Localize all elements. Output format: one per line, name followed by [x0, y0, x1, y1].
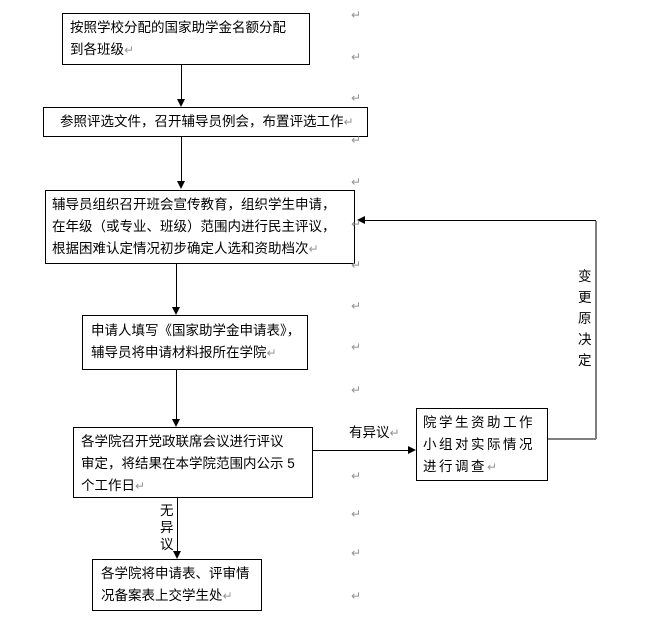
arrow-head-down-icon	[173, 551, 181, 559]
text-line: 各学院将申请表、评审情	[101, 566, 250, 581]
label-change-decision: 变更原决定	[578, 269, 592, 368]
paragraph-mark-icon: ↵	[351, 383, 362, 397]
flow-step-investigation: 院学生资助工作小组对实际情况进行调查↵	[416, 408, 548, 481]
arrow-head-down-icon	[177, 181, 185, 189]
feedback-connector-horizontal	[548, 438, 596, 440]
arrow-head-down-icon	[177, 99, 185, 107]
arrow-line-step1-step2	[181, 65, 182, 99]
arrow-line-step3-step4	[176, 264, 177, 307]
arrow-line-step2-step3	[181, 137, 182, 181]
paragraph-mark-icon: ↵	[351, 546, 362, 560]
paragraph-mark-icon: ↵	[266, 346, 277, 360]
paragraph-mark-icon: ↵	[351, 589, 362, 603]
paragraph-mark-icon: ↵	[351, 258, 362, 272]
arrow-line-step4-step5	[176, 370, 177, 419]
flow-step-fill-application: 申请人填写《国家助学金申请表》， 辅导员将申请材料报所在学院↵	[82, 315, 308, 370]
text-line: 到各班级↵	[70, 42, 135, 57]
flow-step-counselor-meeting: 参照评选文件，召开辅导员例会，布置评选工作↵	[43, 107, 368, 137]
paragraph-mark-icon: ↵	[351, 507, 362, 521]
text-line: 进行调查↵	[423, 459, 498, 474]
paragraph-mark-icon: ↵	[222, 589, 233, 603]
text-line: 按照学校分配的国家助学金名额分配	[70, 20, 286, 35]
arrow-line-objection	[313, 450, 408, 451]
flow-step-allocate-quota: 按照学校分配的国家助学金名额分配到各班级↵	[62, 13, 310, 65]
text-line: 辅导员将申请材料报所在学院↵	[91, 345, 277, 360]
text-line: 况备案表上交学生处↵	[101, 588, 233, 603]
flow-step-class-meeting: 辅导员组织召开班会宣传教育，组织学生申请， 在年级（或专业、班级）范围内进行民主评…	[45, 190, 355, 264]
text-line: 在年级（或专业、班级）范围内进行民主评议，	[52, 219, 336, 234]
paragraph-mark-icon: ↵	[351, 299, 362, 313]
flow-step-submit-records: 各学院将申请表、评审情况备案表上交学生处↵	[92, 559, 262, 611]
text-line: 参照评选文件，召开辅导员例会，布置评选工作↵	[60, 114, 354, 129]
arrow-head-right-icon	[408, 446, 416, 454]
text-line: 申请人填写《国家助学金申请表》，	[91, 323, 301, 338]
paragraph-mark-icon: ↵	[308, 242, 319, 256]
paragraph-mark-icon: ↵	[351, 50, 362, 64]
feedback-connector-vertical	[595, 221, 597, 439]
paragraph-mark-icon: ↵	[343, 115, 354, 129]
paragraph-mark-icon: ↵	[135, 479, 146, 493]
text-line: 院学生资助工作	[423, 415, 535, 430]
paragraph-mark-icon: ↵	[351, 217, 362, 231]
arrow-head-down-icon	[172, 307, 180, 315]
label-objection: 有异议↵	[349, 421, 400, 441]
arrow-line-feedback	[365, 220, 596, 221]
text-line: 辅导员组织召开班会宣传教育，组织学生申请，	[52, 197, 336, 212]
text-line: 小组对实际情况	[423, 437, 535, 452]
label-no-objection: 无异议	[160, 503, 174, 552]
text-line: 根据困难认定情况初步确定人选和资助档次↵	[52, 241, 319, 256]
paragraph-mark-icon: ↵	[351, 340, 362, 354]
paragraph-mark-icon: ↵	[487, 460, 498, 474]
paragraph-mark-icon: ↵	[351, 469, 362, 483]
paragraph-mark-icon: ↵	[351, 91, 362, 105]
text-line: 有异议↵	[349, 425, 400, 440]
text-line: 个工作日↵	[81, 478, 146, 493]
arrow-line-step5-step6	[177, 498, 178, 551]
arrow-head-down-icon	[172, 419, 180, 427]
flow-step-college-review: 各学院召开党政联席会议进行评议审定，将结果在本学院范围内公示 5 个工作日↵	[73, 427, 313, 498]
paragraph-mark-icon: ↵	[351, 175, 362, 189]
text-line: 各学院召开党政联席会议进行评议	[81, 434, 284, 449]
paragraph-mark-icon: ↵	[389, 426, 400, 440]
paragraph-mark-icon: ↵	[351, 8, 362, 22]
arrow-head-left-icon	[357, 216, 365, 224]
paragraph-mark-icon: ↵	[124, 43, 135, 57]
text-line: 审定，将结果在本学院范围内公示 5	[81, 456, 295, 471]
paragraph-mark-icon: ↵	[351, 133, 362, 147]
